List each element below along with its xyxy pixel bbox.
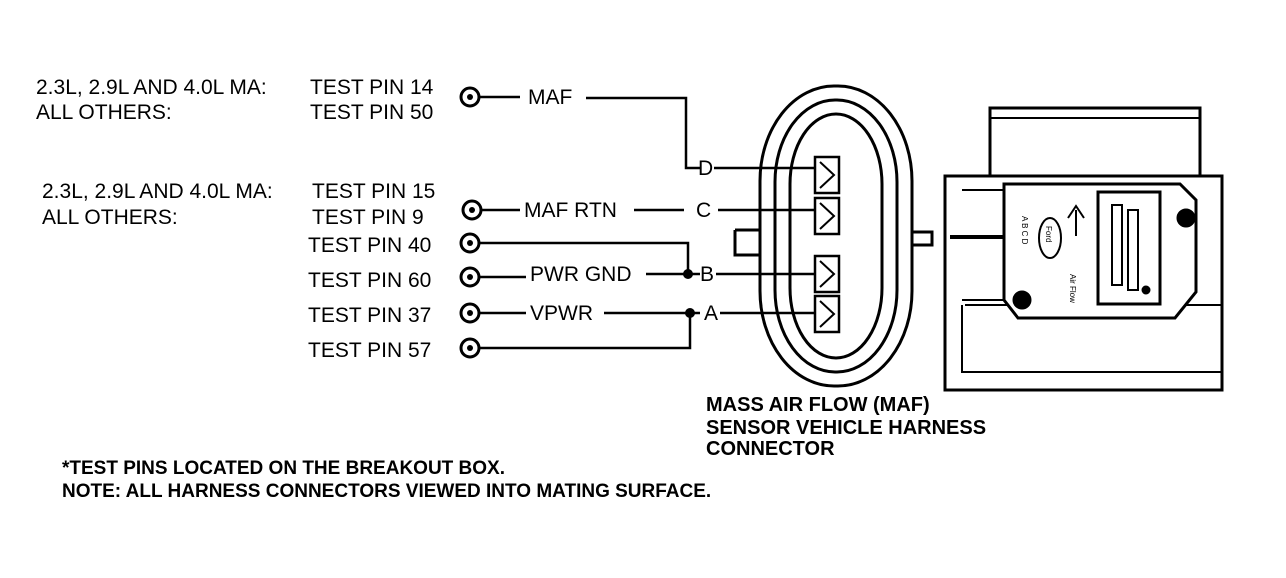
maf-sensor: [943, 106, 1224, 392]
group2-engine-label: 2.3L, 2.9L AND 4.0L MA:: [42, 180, 273, 203]
pwr-gnd-signal-label: PWR GND: [530, 263, 632, 286]
connector-pin-a-label: A: [704, 302, 718, 325]
connector-caption-line1: MASS AIR FLOW (MAF): [706, 394, 930, 416]
note-harness-connectors: NOTE: ALL HARNESS CONNECTORS VIEWED INTO…: [62, 481, 711, 502]
test-pin-15-label: TEST PIN 15: [312, 180, 435, 203]
test-pin-40-label: TEST PIN 40: [308, 234, 431, 257]
group1-others-label: ALL OTHERS:: [36, 101, 172, 124]
harness-connector: [733, 84, 934, 388]
pin57-wire: [480, 313, 692, 350]
pwr-gnd-splice: [683, 269, 693, 279]
maf-wire: [586, 96, 700, 170]
test-pin-9-label: TEST PIN 9: [312, 206, 424, 229]
connector-pin-d-label: D: [698, 157, 713, 180]
sensor-air-flow-marking: Air Flow: [1068, 274, 1077, 303]
vpwr-splice: [685, 308, 695, 318]
group1-engine-label: 2.3L, 2.9L AND 4.0L MA:: [36, 76, 267, 99]
connector-pin-c-label: C: [696, 199, 711, 222]
test-pin-37-label: TEST PIN 37: [308, 304, 431, 327]
test-pin-60-label: TEST PIN 60: [308, 269, 431, 292]
test-pin-50-label: TEST PIN 50: [310, 101, 433, 124]
sensor-pin-markings: A B C D: [1020, 216, 1029, 245]
vpwr-signal-label: VPWR: [530, 302, 593, 325]
note-test-pins: *TEST PINS LOCATED ON THE BREAKOUT BOX.: [62, 458, 505, 479]
test-pin-57-label: TEST PIN 57: [308, 339, 431, 362]
connector-caption-line3: CONNECTOR: [706, 438, 835, 460]
group2-others-label: ALL OTHERS:: [42, 206, 178, 229]
maf-rtn-signal-label: MAF RTN: [524, 199, 617, 222]
maf-signal-label: MAF: [528, 86, 572, 109]
sensor-brand-logo: Ford: [1044, 226, 1053, 242]
connector-terminals: [813, 155, 841, 334]
connector-caption-line2: SENSOR VEHICLE HARNESS: [706, 417, 986, 439]
pin40-wire: [480, 241, 690, 273]
test-pin-14-label: TEST PIN 14: [310, 76, 434, 99]
connector-pin-b-label: B: [700, 263, 714, 286]
